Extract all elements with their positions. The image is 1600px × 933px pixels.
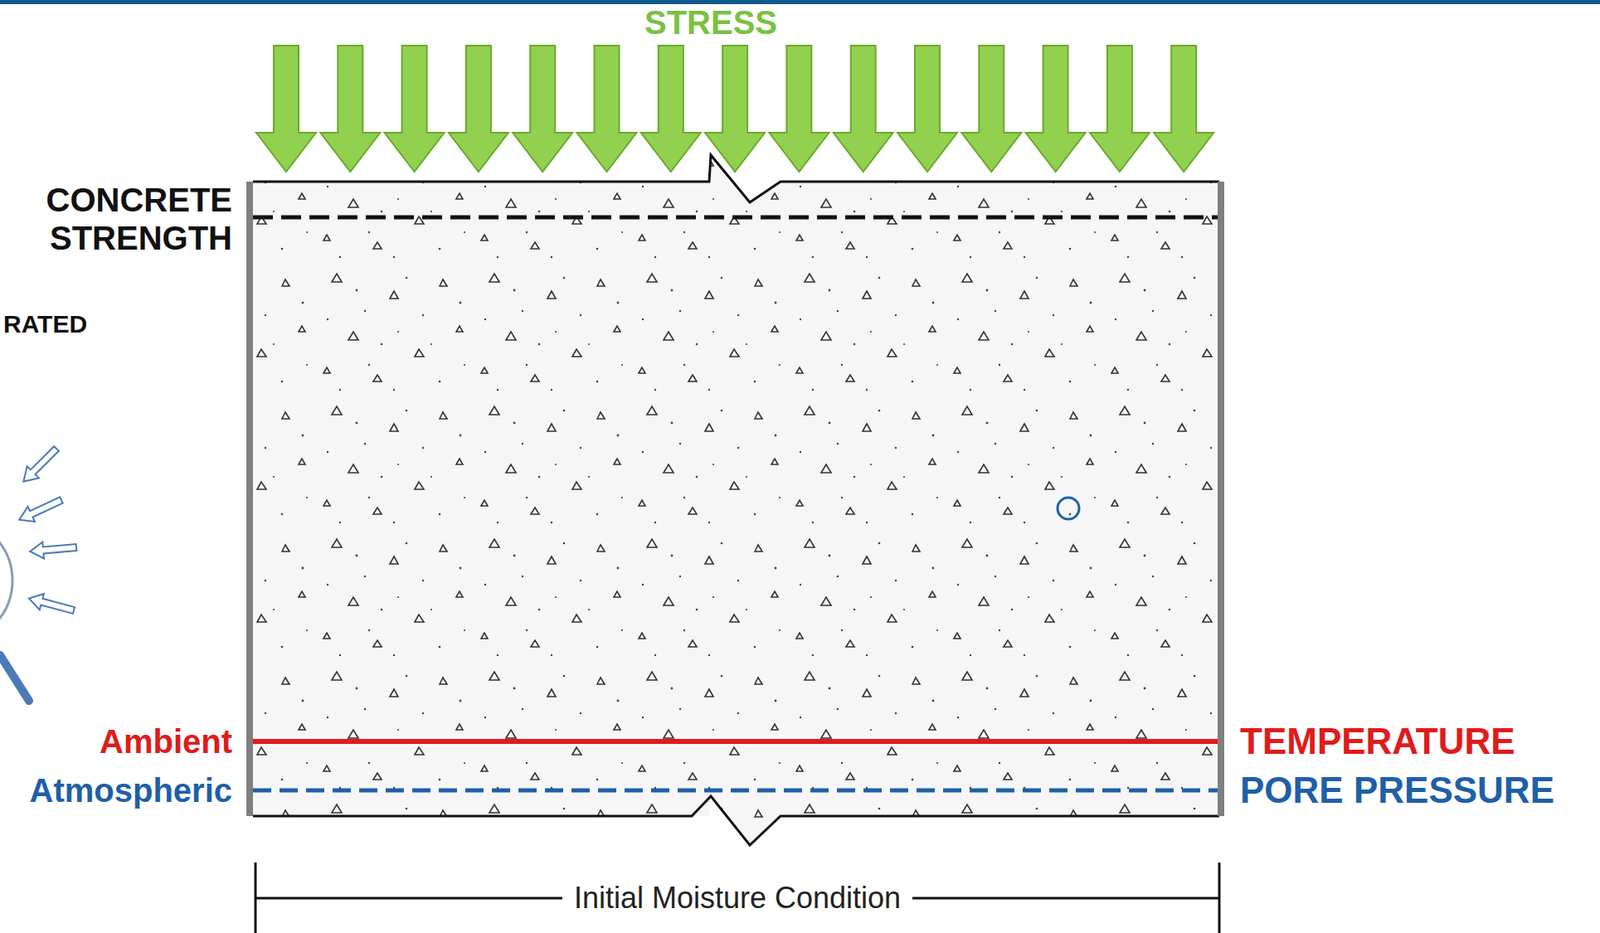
stress-arrow bbox=[833, 45, 894, 172]
stress-arrow bbox=[384, 45, 445, 172]
pressure-value: Atmospheric bbox=[29, 771, 234, 810]
temperature-value: Ambient bbox=[99, 722, 233, 761]
pressure-label: PORE PRESSURE bbox=[1240, 769, 1555, 813]
stress-arrow bbox=[705, 45, 765, 172]
stress-arrow bbox=[1089, 45, 1150, 172]
stress-arrow bbox=[1026, 45, 1086, 172]
strength-label: CONCRETE STRENGTH bbox=[8, 180, 233, 258]
stress-arrow bbox=[768, 45, 829, 172]
stress-arrow bbox=[641, 45, 701, 172]
stress-arrow bbox=[961, 45, 1022, 172]
stress-arrow bbox=[897, 45, 958, 172]
stress-arrow bbox=[448, 45, 509, 172]
stress-arrow bbox=[512, 45, 573, 172]
dimension-label: Initial Moisture Condition bbox=[562, 880, 913, 915]
stress-arrow bbox=[320, 45, 380, 172]
stress-label: STRESS bbox=[644, 3, 778, 42]
stress-arrow bbox=[256, 45, 317, 172]
side-label: RATED bbox=[3, 310, 88, 340]
temperature-label: TEMPERATURE bbox=[1240, 720, 1516, 764]
stress-arrow bbox=[577, 45, 638, 172]
stress-arrow bbox=[1153, 45, 1214, 172]
